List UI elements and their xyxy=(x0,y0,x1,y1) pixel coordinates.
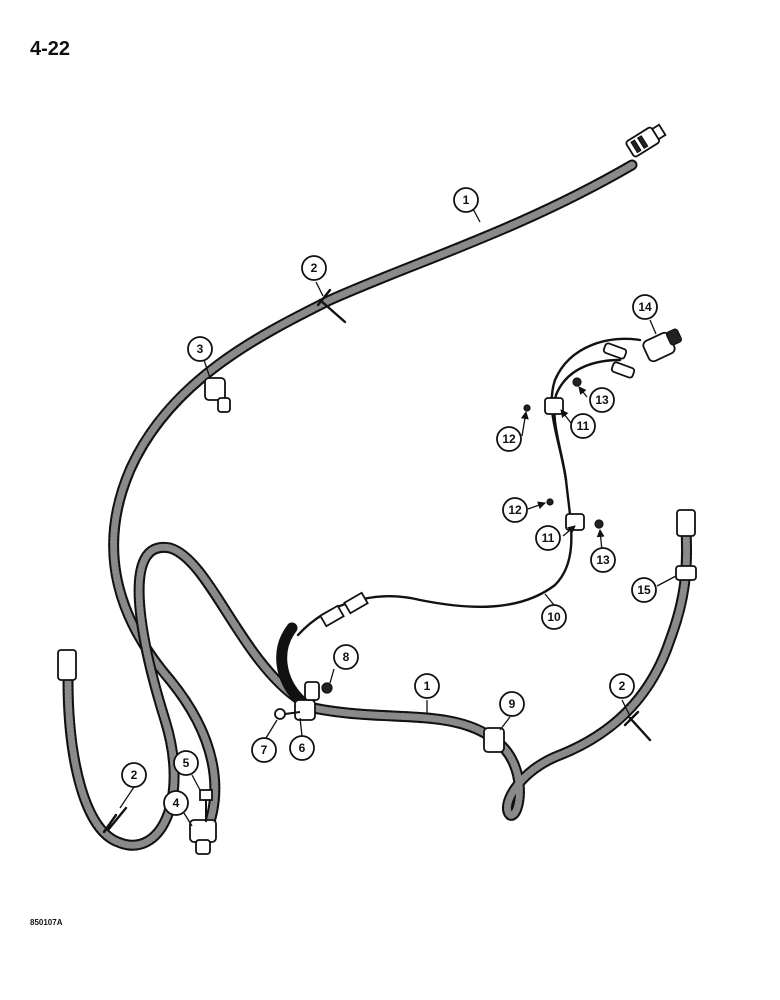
figure-code: 850107A xyxy=(30,918,63,927)
callout-number: 7 xyxy=(261,743,268,757)
callout-number: 8 xyxy=(343,650,350,664)
pressure-switch-icon xyxy=(602,328,683,379)
nut-icon xyxy=(594,519,604,529)
callout: 2 xyxy=(609,673,635,699)
harness-plug-icon xyxy=(625,123,667,158)
wire-lead xyxy=(296,337,642,637)
left-connector-icon xyxy=(57,649,77,681)
callout-number: 1 xyxy=(463,193,470,207)
callout: 11 xyxy=(535,525,561,551)
right-connector-icon xyxy=(676,509,696,537)
clamp-11-lower-icon xyxy=(565,513,585,531)
callout: 3 xyxy=(187,336,213,362)
callout: 13 xyxy=(590,547,616,573)
callout: 14 xyxy=(632,294,658,320)
callout-number: 1 xyxy=(424,679,431,693)
screw-icon xyxy=(523,404,531,412)
clamp-11-upper-icon xyxy=(544,397,564,415)
clamp-9-icon xyxy=(483,727,505,753)
callout: 1 xyxy=(414,673,440,699)
callout-number: 3 xyxy=(197,342,204,356)
clamp-15-icon xyxy=(675,565,697,581)
cable-tie-icon xyxy=(623,710,652,742)
screw-icon xyxy=(274,708,301,720)
callout: 5 xyxy=(173,750,199,776)
callout: 11 xyxy=(570,413,596,439)
clamp-4-icon xyxy=(189,819,217,855)
callout: 15 xyxy=(631,577,657,603)
callout-number: 2 xyxy=(131,768,138,782)
callout: 9 xyxy=(499,691,525,717)
callout: 4 xyxy=(163,790,189,816)
callout-number: 11 xyxy=(542,531,555,545)
callout: 7 xyxy=(251,737,277,763)
main-harness xyxy=(108,159,638,841)
cable-tie-icon xyxy=(102,806,128,834)
clamp-3-icon xyxy=(204,377,231,413)
callout-number: 13 xyxy=(596,553,610,567)
callout-number: 9 xyxy=(509,697,516,711)
screw-icon xyxy=(546,498,554,506)
callout-number: 12 xyxy=(508,503,522,517)
callout: 1 xyxy=(453,187,479,213)
callout-number: 4 xyxy=(173,796,180,810)
callout-number: 13 xyxy=(595,393,609,407)
callout: 12 xyxy=(496,426,522,452)
clamp-6-icon xyxy=(294,681,320,721)
callout-number: 2 xyxy=(619,679,626,693)
left-branch-harness xyxy=(62,541,306,851)
callout-number: 11 xyxy=(577,419,590,433)
callout-number: 14 xyxy=(638,300,652,314)
nut-icon xyxy=(321,682,333,694)
cable-tie-icon xyxy=(316,288,347,324)
callout-number: 5 xyxy=(183,756,190,770)
callout-number: 15 xyxy=(637,583,651,597)
callout: 2 xyxy=(121,762,147,788)
callout: 10 xyxy=(541,604,567,630)
page-number: 4-22 xyxy=(30,38,71,60)
callout-number: 10 xyxy=(547,610,561,624)
nut-icon xyxy=(572,377,582,387)
callout: 12 xyxy=(502,497,528,523)
callout: 13 xyxy=(589,387,615,413)
callout: 8 xyxy=(333,644,359,670)
callout: 6 xyxy=(289,735,315,761)
callout-number: 6 xyxy=(299,741,306,755)
lower-harness xyxy=(294,524,693,821)
callout-number: 2 xyxy=(311,261,318,275)
bolt-icon xyxy=(199,789,213,822)
callout-number: 12 xyxy=(502,432,516,446)
callout: 2 xyxy=(301,255,327,281)
